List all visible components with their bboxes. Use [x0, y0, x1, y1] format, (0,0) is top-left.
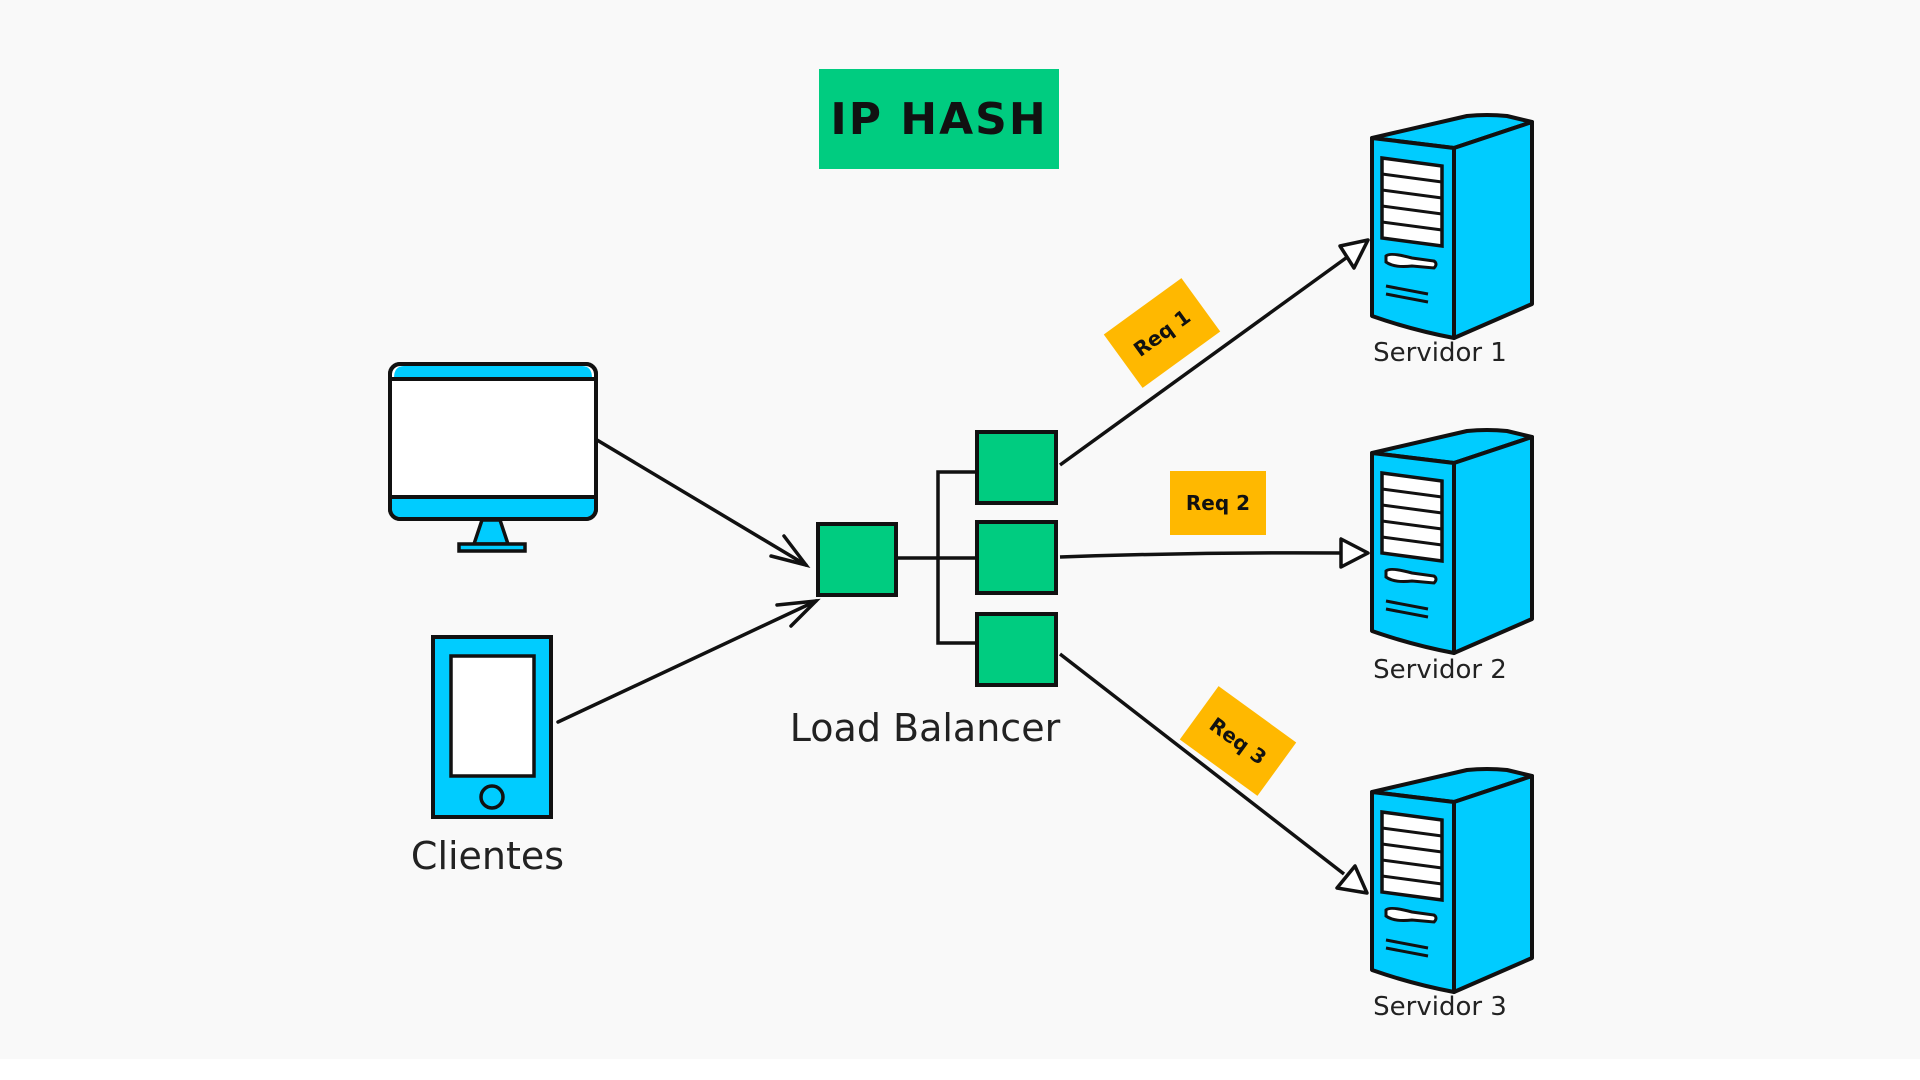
- server-label-3: Servidor 3: [1373, 992, 1507, 1022]
- request-tag-label: Req 3: [1204, 712, 1272, 770]
- server-icon-1: [1370, 113, 1534, 340]
- lb-output-node-1: [975, 430, 1058, 505]
- client-arrow-desktop: [595, 438, 811, 568]
- diagram-title: IP HASH: [830, 93, 1048, 145]
- client-arrow-phone: [556, 598, 821, 724]
- load-balancer-label: Load Balancer: [789, 706, 1061, 750]
- request-tag-label: Req 2: [1185, 491, 1251, 515]
- clients-label: Clientes: [410, 834, 565, 878]
- monitor-icon: [388, 362, 598, 553]
- lb-output-node-2: [975, 520, 1058, 595]
- lb-output-node-3: [975, 612, 1058, 687]
- request-arrow-3: [1058, 652, 1369, 895]
- request-tag-label: Req 1: [1128, 304, 1196, 362]
- request-arrow-1: [1058, 238, 1370, 467]
- title-badge: IP HASH: [819, 69, 1059, 169]
- lb-input-node: [816, 522, 898, 597]
- request-tag-2: Req 2: [1170, 471, 1266, 535]
- phone-icon: [431, 635, 553, 819]
- server-icon-2: [1370, 428, 1534, 655]
- load-balancer: [816, 430, 1058, 687]
- request-arrow-2: [1059, 537, 1370, 569]
- server-label-1: Servidor 1: [1373, 338, 1507, 368]
- server-label-2: Servidor 2: [1373, 655, 1507, 685]
- server-icon-3: [1370, 767, 1534, 994]
